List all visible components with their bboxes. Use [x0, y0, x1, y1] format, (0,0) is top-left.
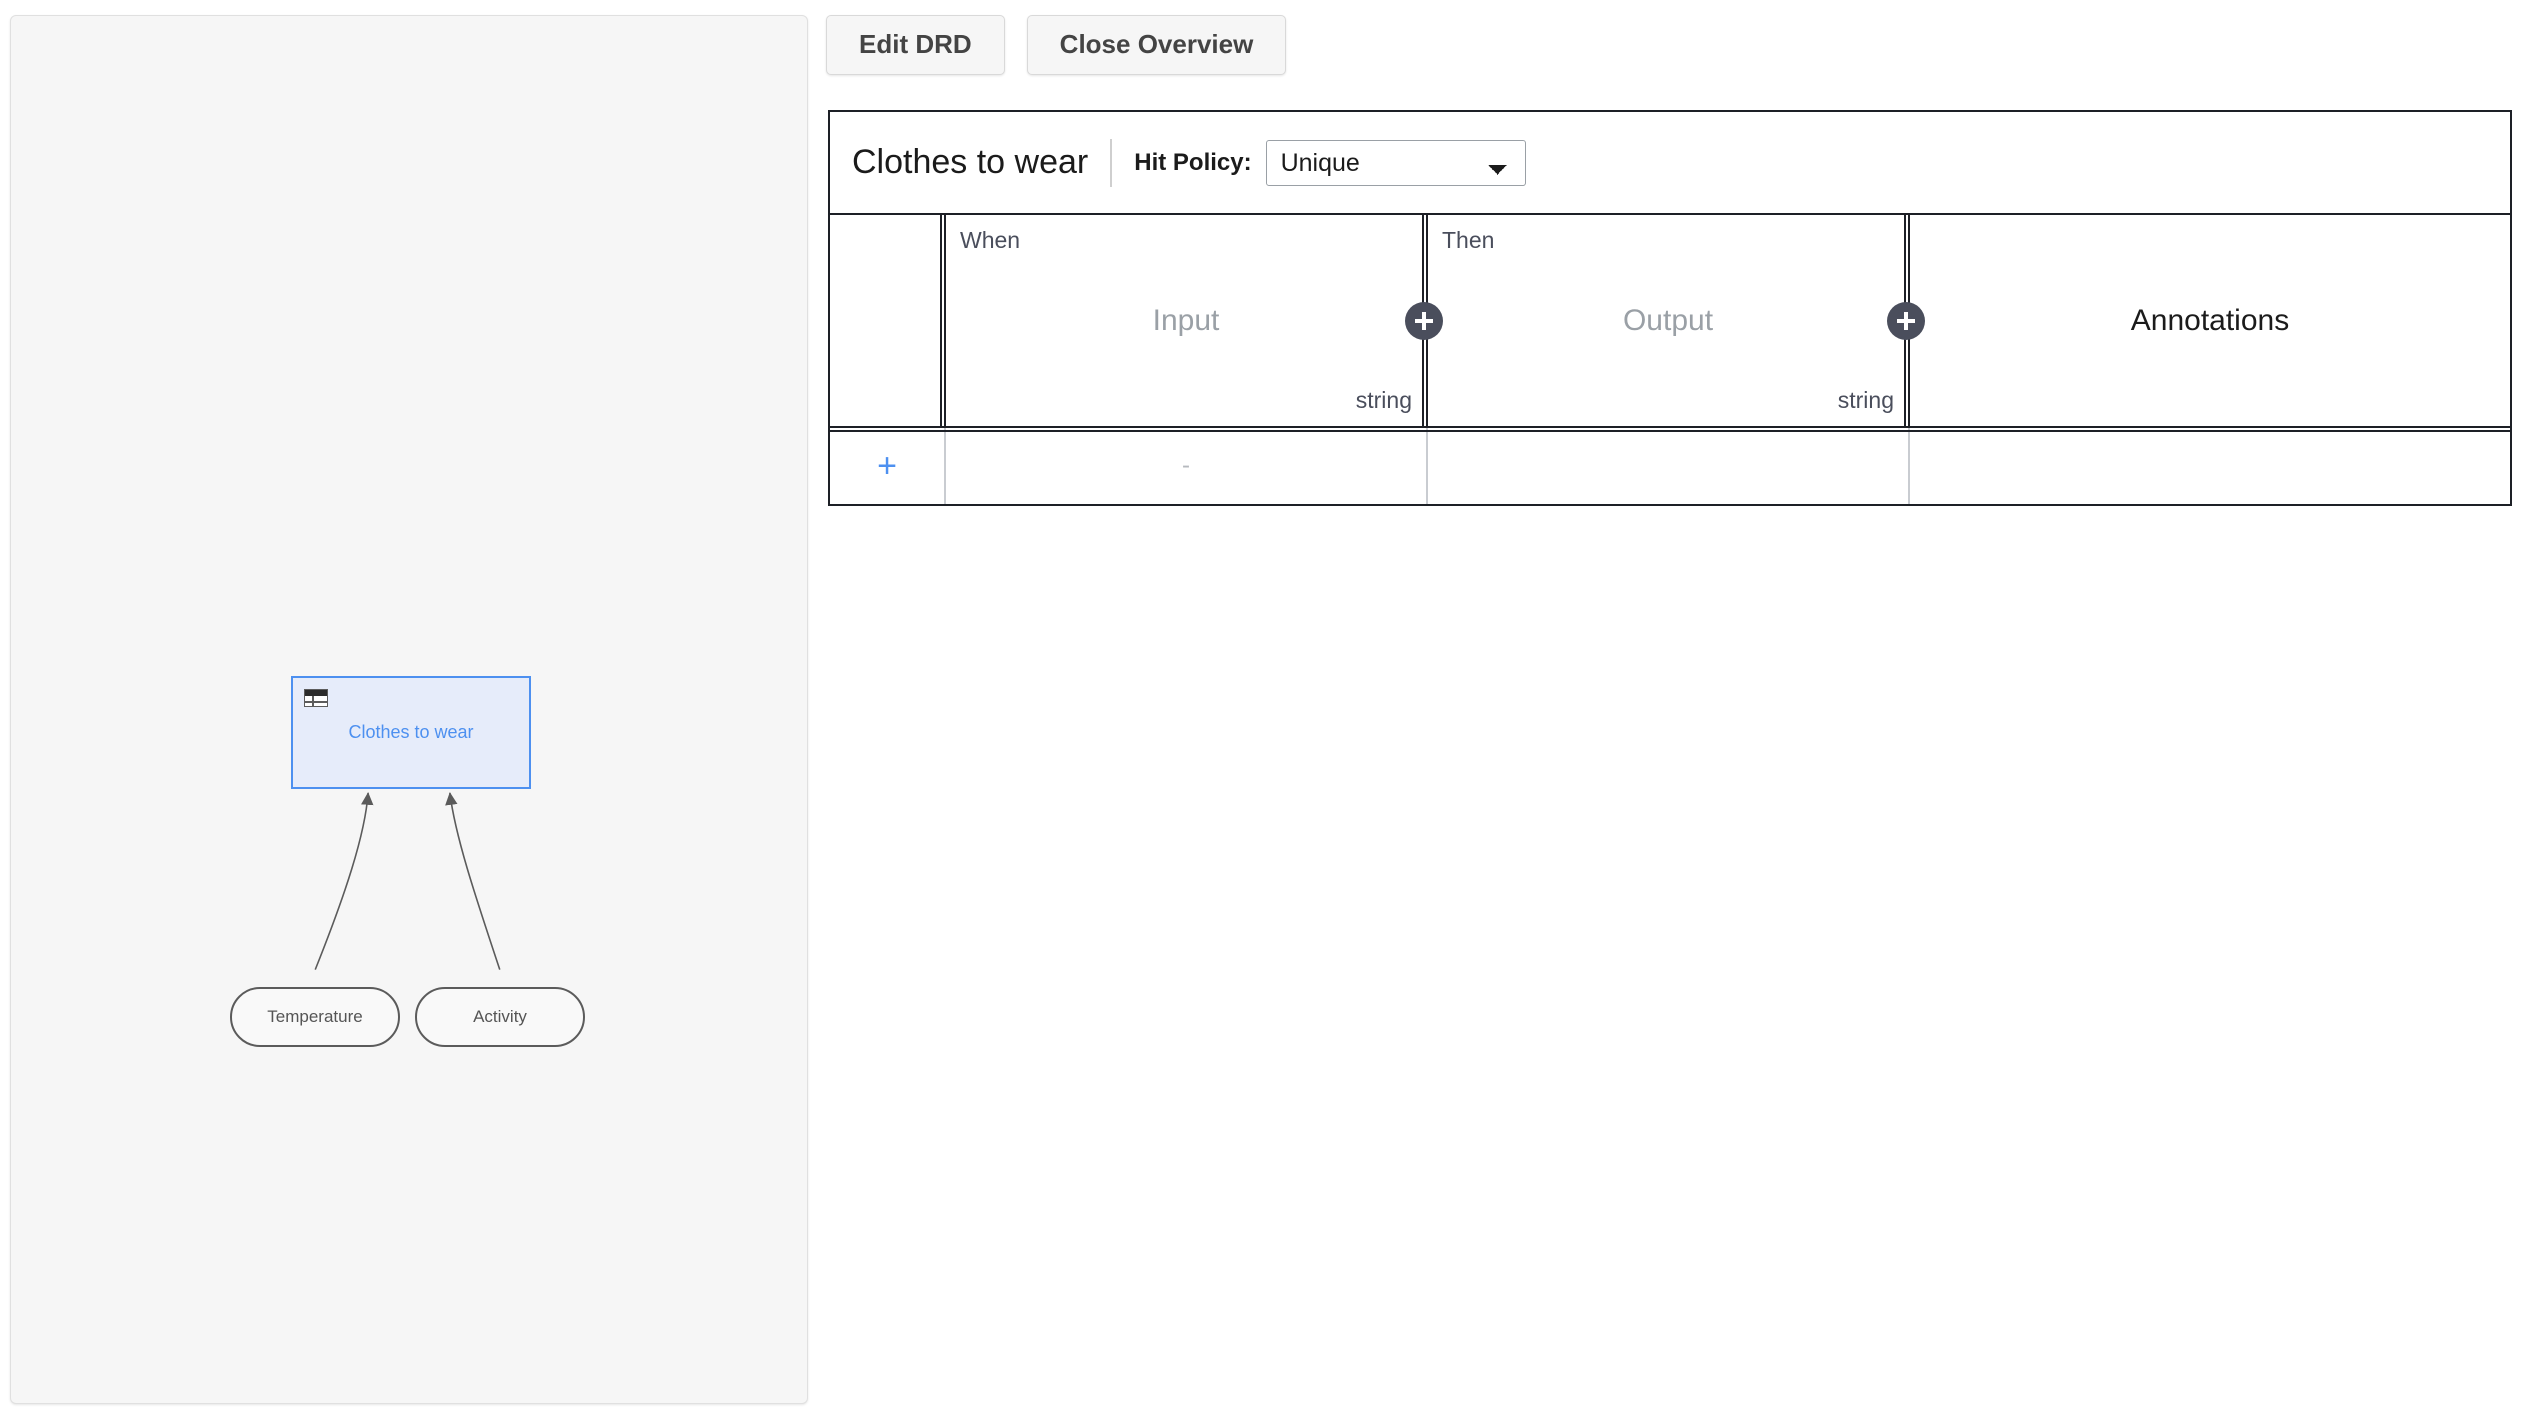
- decision-table-title[interactable]: Clothes to wear: [852, 143, 1089, 181]
- header-cell-index: [830, 215, 944, 426]
- row-output-cell[interactable]: [1426, 428, 1908, 504]
- decision-table-header-row: When Input string Then Output string Ann…: [830, 215, 2510, 432]
- edit-drd-button[interactable]: Edit DRD: [826, 15, 1005, 75]
- add-input-column-button[interactable]: [1405, 301, 1443, 340]
- input-column-type: string: [1355, 387, 1412, 413]
- row-annotation-cell[interactable]: [1908, 428, 2510, 504]
- row-index-cell[interactable]: +: [830, 428, 944, 504]
- drd-input-label: Temperature: [267, 1007, 363, 1026]
- close-overview-button[interactable]: Close Overview: [1026, 15, 1287, 75]
- drd-input-label: Activity: [473, 1007, 527, 1026]
- drd-input-node-temperature[interactable]: Temperature: [230, 987, 400, 1047]
- toolbar: Edit DRD Close Overview: [826, 15, 1287, 75]
- output-clause-label: Then: [1442, 227, 1495, 253]
- header-cell-output[interactable]: Then Output string: [1405, 215, 1908, 426]
- row-input-value: -: [1182, 452, 1190, 479]
- header-cell-annotations[interactable]: Annotations: [1887, 215, 2510, 426]
- input-clause-label: When: [960, 227, 1021, 253]
- decision-table-titlebar: Clothes to wear Hit Policy: Unique: [830, 112, 2510, 215]
- titlebar-divider: [1110, 138, 1113, 187]
- drd-input-node-activity[interactable]: Activity: [415, 987, 585, 1047]
- decision-table-row: + -: [830, 428, 2510, 504]
- annotations-column-title: Annotations: [2130, 303, 2290, 337]
- row-input-cell[interactable]: -: [944, 428, 1426, 504]
- drd-decision-label: Clothes to wear: [348, 721, 474, 742]
- hit-policy-select[interactable]: Unique: [1265, 139, 1526, 186]
- drd-decision-node-clothes-to-wear[interactable]: Clothes to wear: [291, 676, 531, 789]
- hit-policy-label: Hit Policy:: [1134, 148, 1252, 176]
- output-column-title: Output: [1622, 303, 1714, 337]
- decision-table-icon: [304, 689, 328, 707]
- output-column-type: string: [1837, 387, 1894, 413]
- drd-connection-activity: [445, 792, 501, 970]
- input-column-title: Input: [1152, 303, 1220, 337]
- drd-connection-temperature: [314, 792, 374, 970]
- drd-canvas[interactable]: [11, 16, 807, 1403]
- drd-panel[interactable]: Clothes to wear Temperature Activity: [10, 15, 808, 1404]
- decision-table: Clothes to wear Hit Policy: Unique When …: [828, 110, 2512, 506]
- add-output-column-button[interactable]: [1887, 301, 1925, 340]
- add-rule-button[interactable]: +: [871, 448, 903, 484]
- header-cell-input[interactable]: When Input string: [940, 215, 1426, 426]
